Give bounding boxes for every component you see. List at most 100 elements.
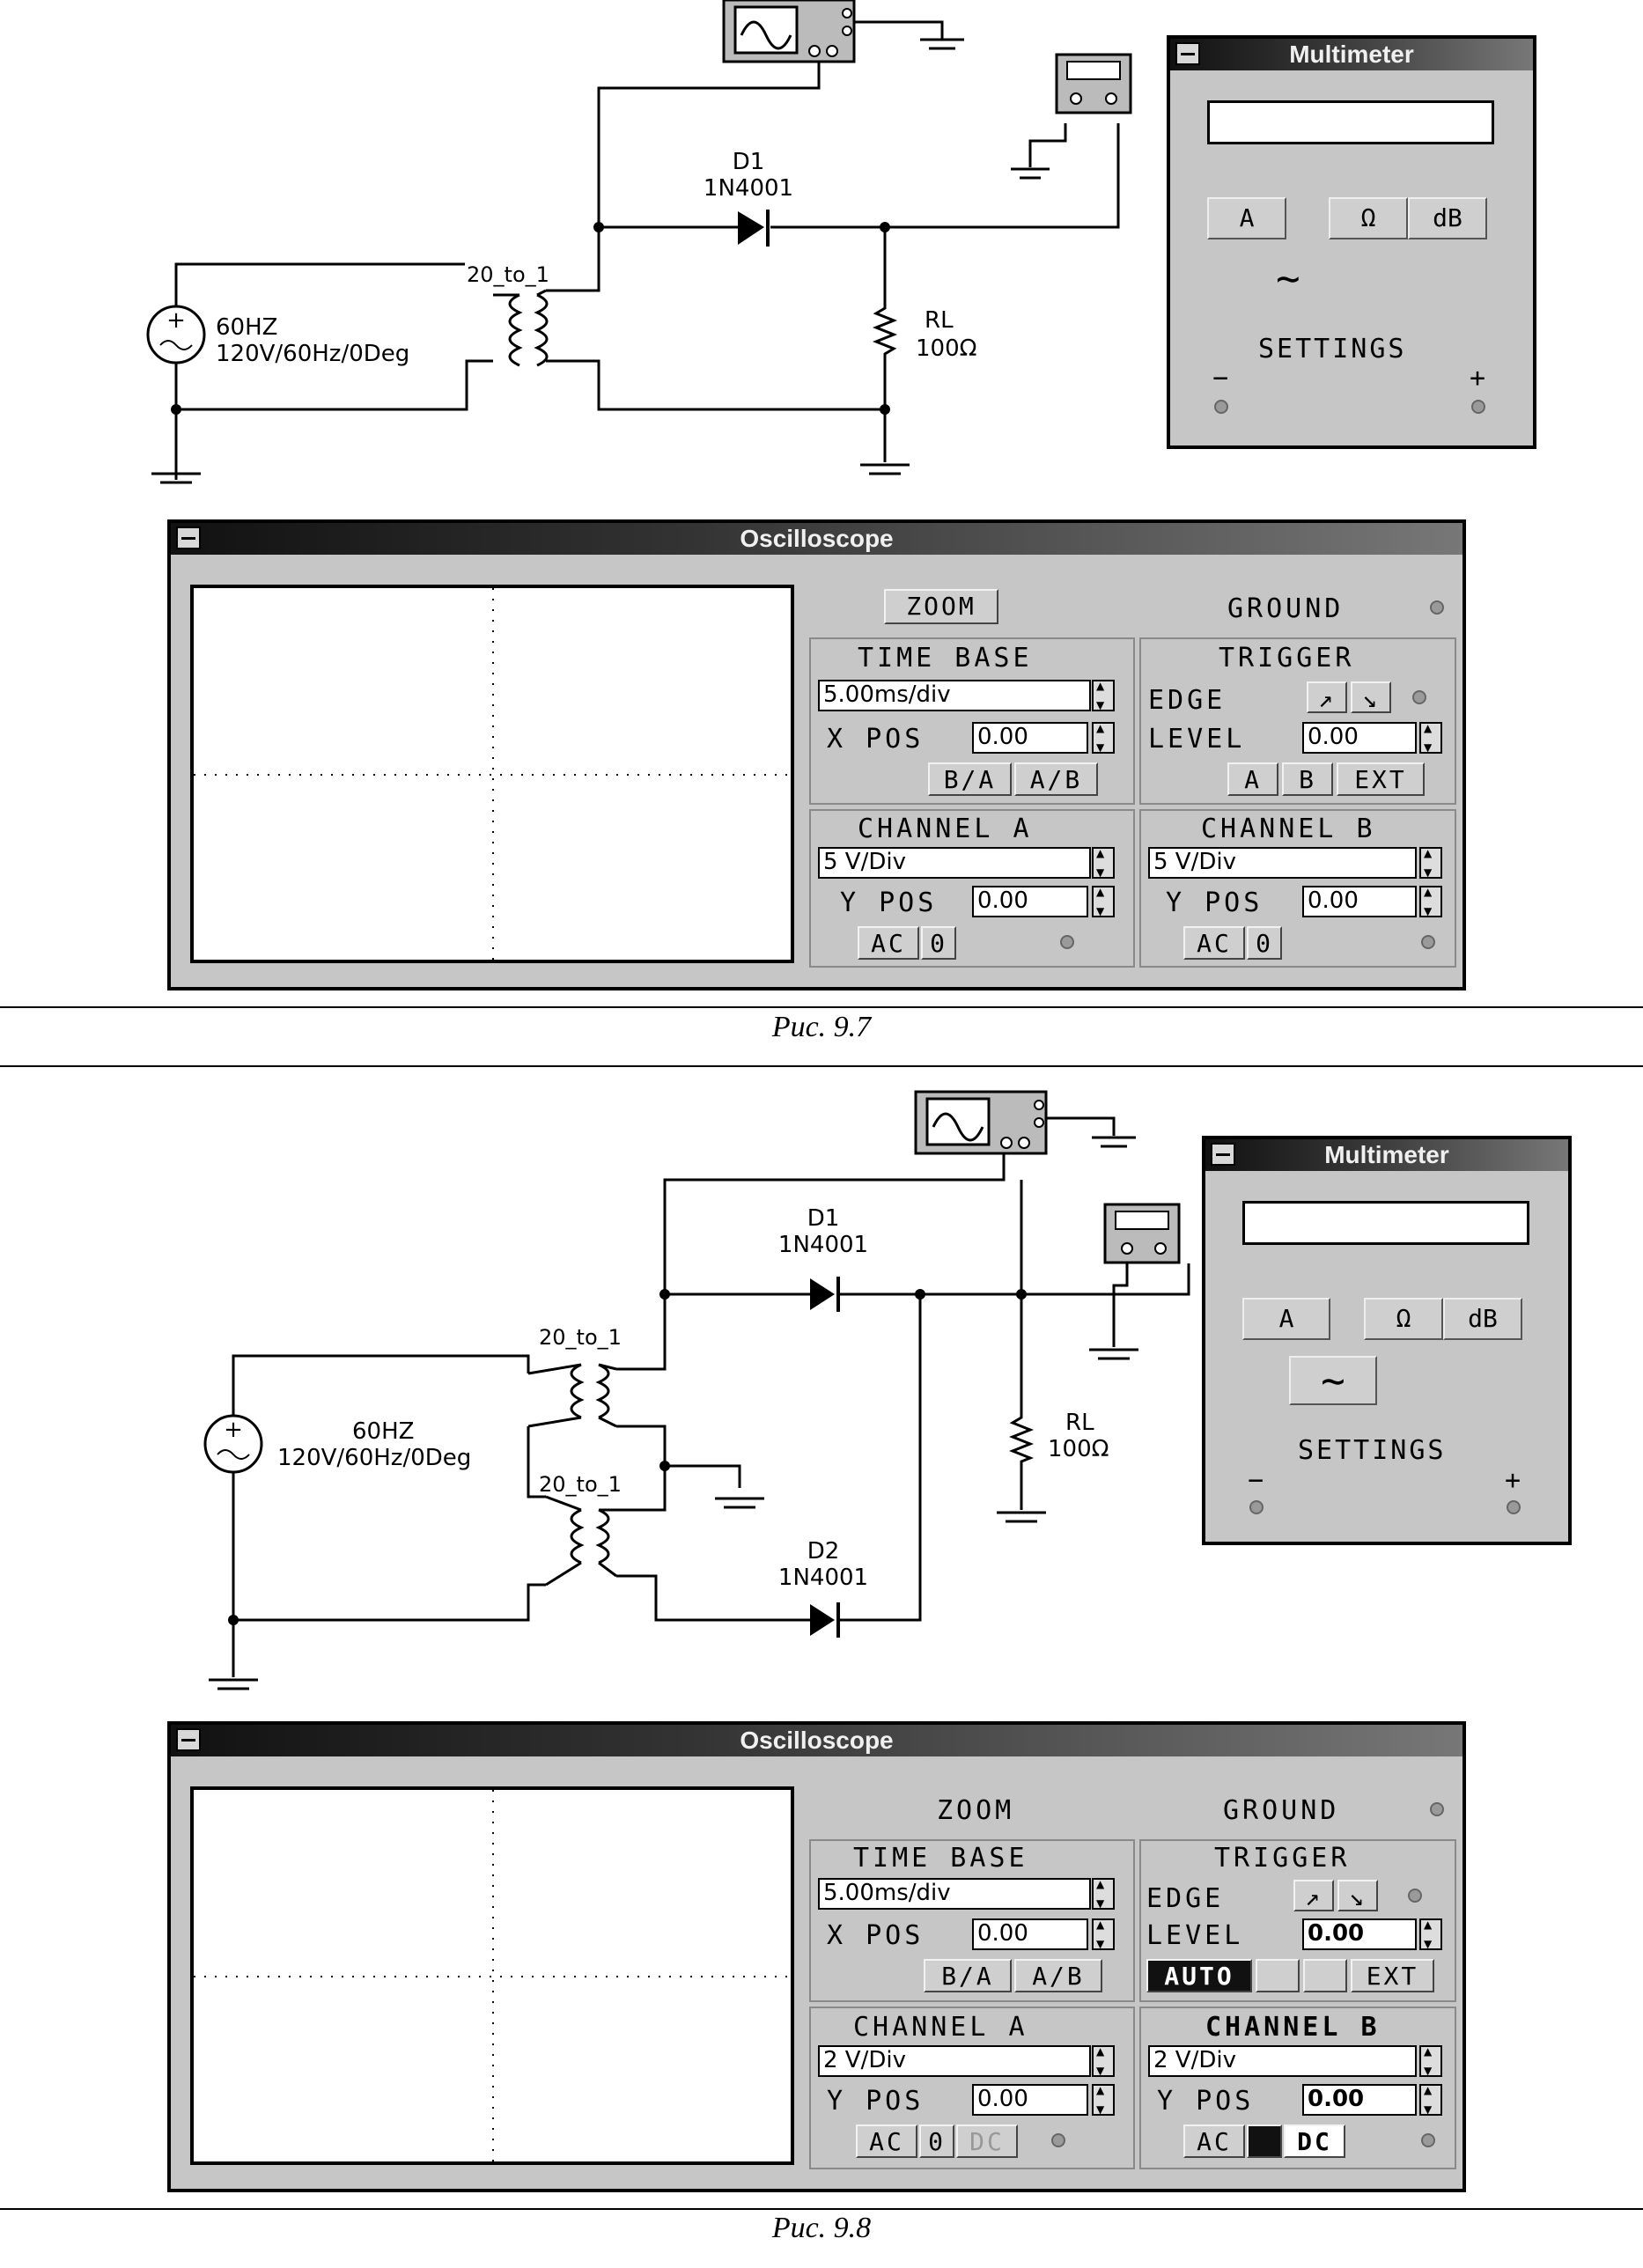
fig2-multimeter-db-button[interactable]: dB (1443, 1298, 1522, 1340)
fig1-edge-fall-button[interactable]: ↘ (1351, 681, 1391, 713)
fig1-channel-b-label: CHANNEL B (1201, 814, 1376, 844)
fig2-source-spec: 120V/60Hz/0Deg (277, 1445, 472, 1471)
fig2-ground-scope-icon (1092, 1136, 1136, 1148)
fig2-multimeter-settings-button[interactable]: SETTINGS (1298, 1435, 1447, 1466)
fig1-ground-left-icon (151, 409, 201, 484)
fig2-xpos-spinner[interactable] (1092, 1918, 1115, 1950)
fig2-trigger-a-button[interactable] (1256, 1959, 1300, 1992)
fig1-trigger-terminal-icon[interactable] (1412, 690, 1426, 704)
fig2-oscilloscope-titlebar[interactable]: Oscilloscope (171, 1725, 1462, 1756)
fig1-channel-a-field[interactable]: 5 V/Div (818, 847, 1091, 879)
fig2-edge-fall-button[interactable]: ↘ (1337, 1880, 1378, 1911)
fig2-xpos-field[interactable]: 0.00 (972, 1918, 1088, 1950)
fig1-channel-b-spinner[interactable] (1419, 847, 1442, 879)
fig2-multimeter-titlebar[interactable]: Multimeter (1205, 1139, 1568, 1171)
fig2-zoom-button[interactable]: ZOOM (937, 1795, 1015, 1826)
fig2-circuit: + (203, 1090, 1190, 1690)
fig2-transformer-top-label: 20_to_1 (539, 1325, 622, 1350)
fig2-multimeter-ac-icon[interactable]: ∼ (1289, 1356, 1377, 1405)
fig1-multimeter-settings-button[interactable]: SETTINGS (1258, 334, 1407, 364)
fig1-multimeter-ohm-button[interactable]: Ω (1329, 197, 1408, 239)
fig1-channel-a-ypos-field[interactable]: 0.00 (972, 886, 1088, 917)
fig1-multimeter-icon (1055, 53, 1132, 114)
fig2-oscilloscope-menu-icon[interactable] (176, 1728, 201, 1751)
fig2-channel-b-ac-button[interactable]: AC (1183, 2124, 1245, 2158)
fig2-channel-a-ypos-field[interactable]: 0.00 (972, 2084, 1088, 2116)
fig1-oscilloscope-menu-icon[interactable] (176, 526, 201, 549)
fig2-channel-b-field[interactable]: 2 V/Div (1148, 2045, 1417, 2077)
fig1-ab-button[interactable]: A/B (1014, 762, 1098, 796)
fig2-channel-a-ypos-spinner[interactable] (1092, 2084, 1115, 2116)
fig1-channel-a-ypos-spinner[interactable] (1092, 886, 1115, 917)
fig2-xpos-label: X POS (827, 1920, 925, 1951)
fig2-ab-button[interactable]: A/B (1014, 1959, 1102, 1992)
fig2-channel-b-ypos-label: Y POS (1157, 2086, 1255, 2117)
fig2-channel-b-zero-button[interactable] (1247, 2124, 1282, 2158)
fig2-channel-a-spinner[interactable] (1092, 2045, 1115, 2077)
fig2-timebase-label: TIME BASE (853, 1843, 1028, 1874)
fig1-oscilloscope-titlebar[interactable]: Oscilloscope (171, 523, 1462, 555)
fig1-xpos-field[interactable]: 0.00 (972, 722, 1088, 754)
fig2-trigger-terminal-icon[interactable] (1408, 1889, 1422, 1903)
fig2-ground-terminal-icon[interactable] (1430, 1802, 1444, 1816)
fig1-trigger-a-button[interactable]: A (1227, 762, 1278, 796)
fig1-channel-a-terminal-icon[interactable] (1060, 935, 1074, 949)
fig1-level-field[interactable]: 0.00 (1302, 722, 1417, 754)
fig1-ba-button[interactable]: B/A (928, 762, 1012, 796)
fig1-ground-terminal-icon[interactable] (1430, 600, 1444, 615)
fig1-diode-model: 1N4001 (703, 175, 794, 202)
fig2-channel-a-field[interactable]: 2 V/Div (818, 2045, 1091, 2077)
fig1-channel-b-ypos-spinner[interactable] (1419, 886, 1442, 917)
fig1-timebase-spinner[interactable] (1092, 680, 1115, 711)
fig2-level-field[interactable]: 0.00 (1302, 1918, 1417, 1950)
fig2-channel-b-ypos-field[interactable]: 0.00 (1302, 2084, 1417, 2116)
fig2-multimeter-menu-icon[interactable] (1211, 1143, 1235, 1166)
fig2-channel-a-zero-button[interactable]: 0 (919, 2124, 954, 2158)
fig2-trigger-ext-button[interactable]: EXT (1351, 1959, 1434, 1992)
fig2-multimeter-amp-button[interactable]: A (1242, 1298, 1330, 1340)
fig2-channel-a-ac-button[interactable]: AC (856, 2124, 917, 2158)
fig2-channel-b-terminal-icon[interactable] (1421, 2133, 1435, 2147)
fig2-timebase-spinner[interactable] (1092, 1878, 1115, 1910)
fig1-channel-a-label: CHANNEL A (858, 814, 1033, 844)
fig1-channel-a-zero-button[interactable]: 0 (921, 926, 956, 960)
fig1-xpos-spinner[interactable] (1092, 722, 1115, 754)
fig1-multimeter-minus-led-icon (1214, 400, 1228, 414)
fig2-edge-rise-button[interactable]: ↗ (1293, 1880, 1334, 1911)
fig1-channel-b-terminal-icon[interactable] (1421, 935, 1435, 949)
fig2-multimeter-ohm-button[interactable]: Ω (1364, 1298, 1443, 1340)
fig1-channel-a-ac-button[interactable]: AC (858, 926, 919, 960)
fig2-channel-b-spinner[interactable] (1419, 2045, 1442, 2077)
fig1-channel-a-spinner[interactable] (1092, 847, 1115, 879)
fig1-multimeter-titlebar[interactable]: Multimeter (1170, 39, 1533, 70)
fig1-edge-rise-button[interactable]: ↗ (1307, 681, 1347, 713)
fig2-channel-b-dc-button[interactable]: DC (1284, 2124, 1345, 2158)
fig2-channel-b-ypos-spinner[interactable] (1419, 2084, 1442, 2116)
fig1-trigger-ext-button[interactable]: EXT (1337, 762, 1425, 796)
fig1-channel-a-group (809, 809, 1135, 968)
fig2-level-spinner[interactable] (1419, 1918, 1442, 1950)
fig2-transformer-top-icon (527, 1363, 617, 1428)
fig1-multimeter-db-button[interactable]: dB (1408, 197, 1487, 239)
fig2-diode2-icon (810, 1602, 840, 1638)
fig2-channel-a-dc-button[interactable]: DC (956, 2124, 1018, 2158)
fig1-level-spinner[interactable] (1419, 722, 1442, 754)
fig1-multimeter-ac-icon[interactable]: ∼ (1276, 254, 1303, 302)
fig1-channel-b-ypos-label: Y POS (1166, 887, 1264, 918)
fig1-channel-b-field[interactable]: 5 V/Div (1148, 847, 1417, 879)
fig1-timebase-field[interactable]: 5.00ms/div (818, 680, 1091, 711)
fig2-timebase-field[interactable]: 5.00ms/div (818, 1878, 1091, 1910)
fig1-channel-b-zero-button[interactable]: 0 (1247, 926, 1282, 960)
fig2-trigger-auto-button[interactable]: AUTO (1146, 1959, 1252, 1992)
fig1-multimeter-menu-icon[interactable] (1175, 42, 1200, 65)
fig2-ba-button[interactable]: B/A (924, 1959, 1012, 1992)
fig2-trigger-b-button[interactable] (1303, 1959, 1347, 1992)
fig1-zoom-button[interactable]: ZOOM (884, 589, 998, 624)
fig1-channel-b-ypos-field[interactable]: 0.00 (1302, 886, 1417, 917)
fig2-channel-a-terminal-icon[interactable] (1051, 2133, 1065, 2147)
fig1-xpos-label: X POS (827, 724, 925, 755)
fig1-trigger-b-button[interactable]: B (1282, 762, 1333, 796)
fig1-channel-b-ac-button[interactable]: AC (1183, 926, 1245, 960)
fig1-multimeter-amp-button[interactable]: A (1207, 197, 1286, 239)
fig1-oscilloscope-icon (722, 0, 856, 63)
